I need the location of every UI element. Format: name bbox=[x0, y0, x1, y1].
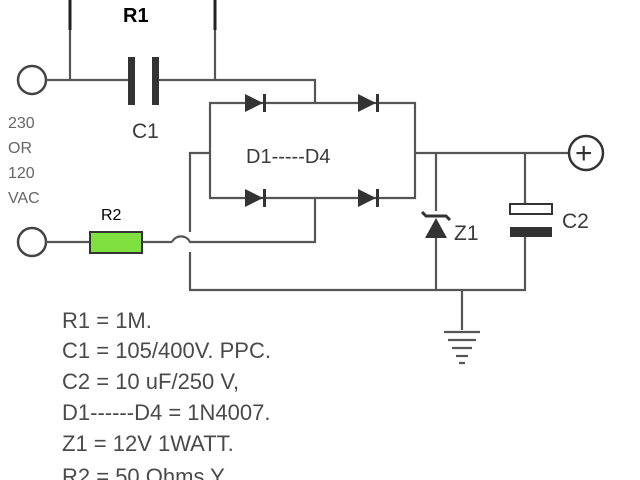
zener-diode-z1 bbox=[420, 210, 452, 238]
diode-d3 bbox=[245, 189, 266, 207]
input-voltage-line-3: 120 bbox=[8, 165, 35, 182]
spec-r2: R2 = 50 Ohms Y... bbox=[62, 464, 240, 480]
plus-icon: + bbox=[575, 137, 593, 170]
ac-input-terminal-bottom bbox=[16, 226, 48, 258]
ground-icon bbox=[444, 330, 480, 365]
c1-plate-left bbox=[128, 57, 135, 105]
input-voltage-line-4: VAC bbox=[8, 190, 40, 207]
input-voltage-line-2: OR bbox=[8, 140, 32, 157]
bridge-bottom-rail bbox=[208, 153, 417, 200]
ac-input-terminal-top bbox=[16, 64, 48, 96]
c1-label: C1 bbox=[132, 120, 159, 143]
positive-output-terminal bbox=[567, 134, 605, 172]
c1-plate-right bbox=[152, 57, 159, 105]
input-voltage-line-1: 230 bbox=[8, 115, 35, 132]
spec-r1: R1 = 1M. bbox=[62, 308, 152, 333]
bridge-label: D1-----D4 bbox=[246, 146, 330, 168]
bridge-left-connector bbox=[188, 151, 210, 232]
diode-d4 bbox=[358, 189, 379, 207]
diode-d1 bbox=[245, 94, 266, 112]
spec-bridge: D1------D4 = 1N4007. bbox=[62, 400, 270, 425]
c2-plate-top bbox=[509, 203, 553, 215]
z1-label: Z1 bbox=[454, 222, 479, 245]
spec-c2: C2 = 10 uF/250 V, bbox=[62, 369, 239, 394]
component-specs: R1 = 1M. C1 = 105/400V. PPC. C2 = 10 uF/… bbox=[62, 308, 271, 480]
c2-label: C2 bbox=[562, 210, 589, 233]
r2-resistor bbox=[89, 231, 143, 254]
c2-plate-bottom bbox=[510, 227, 552, 237]
spec-z1: Z1 = 12V 1WATT. bbox=[62, 431, 234, 456]
r1-label: R1 bbox=[123, 5, 149, 27]
bridge-top-rail bbox=[208, 101, 417, 153]
r2-crossover-hop bbox=[171, 198, 317, 244]
r2-label: R2 bbox=[101, 207, 122, 224]
ground-return-wire bbox=[188, 237, 527, 292]
top-wire bbox=[46, 30, 317, 103]
spec-c1: C1 = 105/400V. PPC. bbox=[62, 338, 271, 363]
diode-d2 bbox=[358, 94, 379, 112]
